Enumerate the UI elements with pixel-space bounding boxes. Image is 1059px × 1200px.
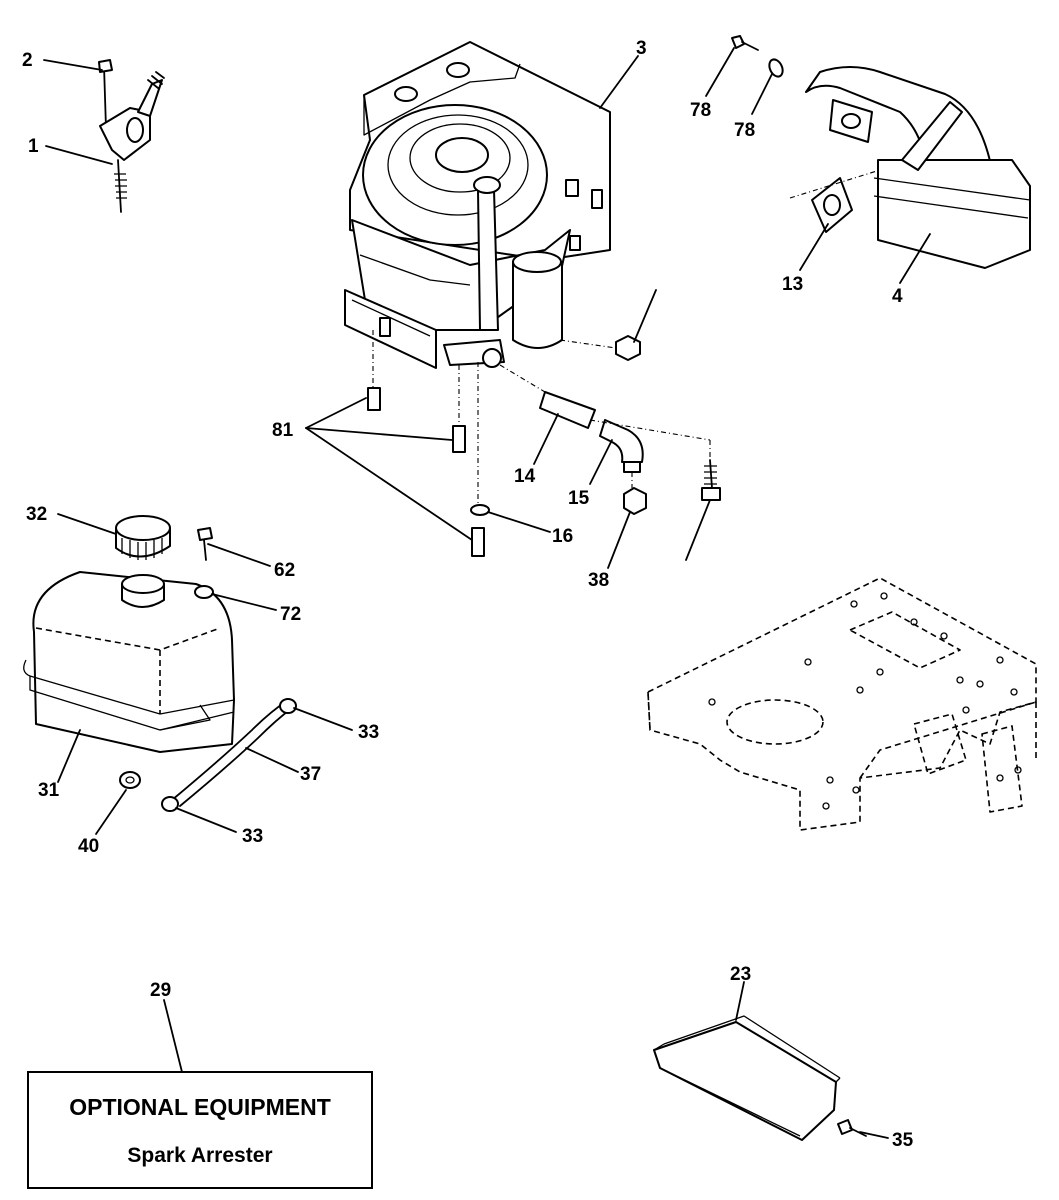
callout-33-upper: 33: [358, 722, 379, 743]
optional-equipment-box: OPTIONAL EQUIPMENT Spark Arrester: [27, 1071, 373, 1189]
optional-equipment-title: OPTIONAL EQUIPMENT: [69, 1094, 331, 1120]
fittings-and-fasteners: [367, 330, 721, 557]
callout-62: 78: [734, 120, 755, 141]
callout-38: 38: [588, 570, 609, 591]
engine-assembly: [344, 41, 611, 369]
callout-16: 16: [552, 526, 573, 547]
throttle-control-assembly: [98, 59, 165, 213]
callout-78-left: 81: [272, 420, 294, 441]
callout-2: 2: [22, 50, 33, 71]
callout-31: 31: [38, 780, 60, 801]
fuel-tank-assembly: [23, 515, 297, 812]
callout-35: 35: [892, 1130, 914, 1151]
muffler-assembly: [731, 35, 1031, 269]
callout-15: 15: [568, 488, 590, 509]
callout-labels: 2 1 3 78 78 13 4 81 14 15 16 38 32 62 72…: [22, 38, 914, 1151]
callout-14: 14: [514, 466, 536, 487]
callout-4: 4: [892, 286, 903, 307]
callout-23: 23: [730, 964, 751, 985]
callout-40: 40: [78, 836, 99, 857]
callout-37: 37: [300, 764, 321, 785]
callout-29: 29: [150, 980, 171, 1001]
optional-equipment-subtitle: Spark Arrester: [127, 1144, 272, 1167]
chassis-frame: [647, 577, 1037, 831]
callout-1: 1: [28, 136, 39, 157]
heat-shield-assembly: [653, 1015, 867, 1141]
callout-44: 62: [274, 560, 295, 581]
callout-13: 13: [782, 274, 803, 295]
leader-lines: [43, 47, 931, 1139]
callout-46: 72: [280, 604, 301, 625]
callout-3: 3: [636, 38, 647, 59]
callout-72: 78: [690, 100, 711, 121]
callout-32: 32: [26, 504, 47, 525]
callout-33-lower: 33: [242, 826, 263, 847]
